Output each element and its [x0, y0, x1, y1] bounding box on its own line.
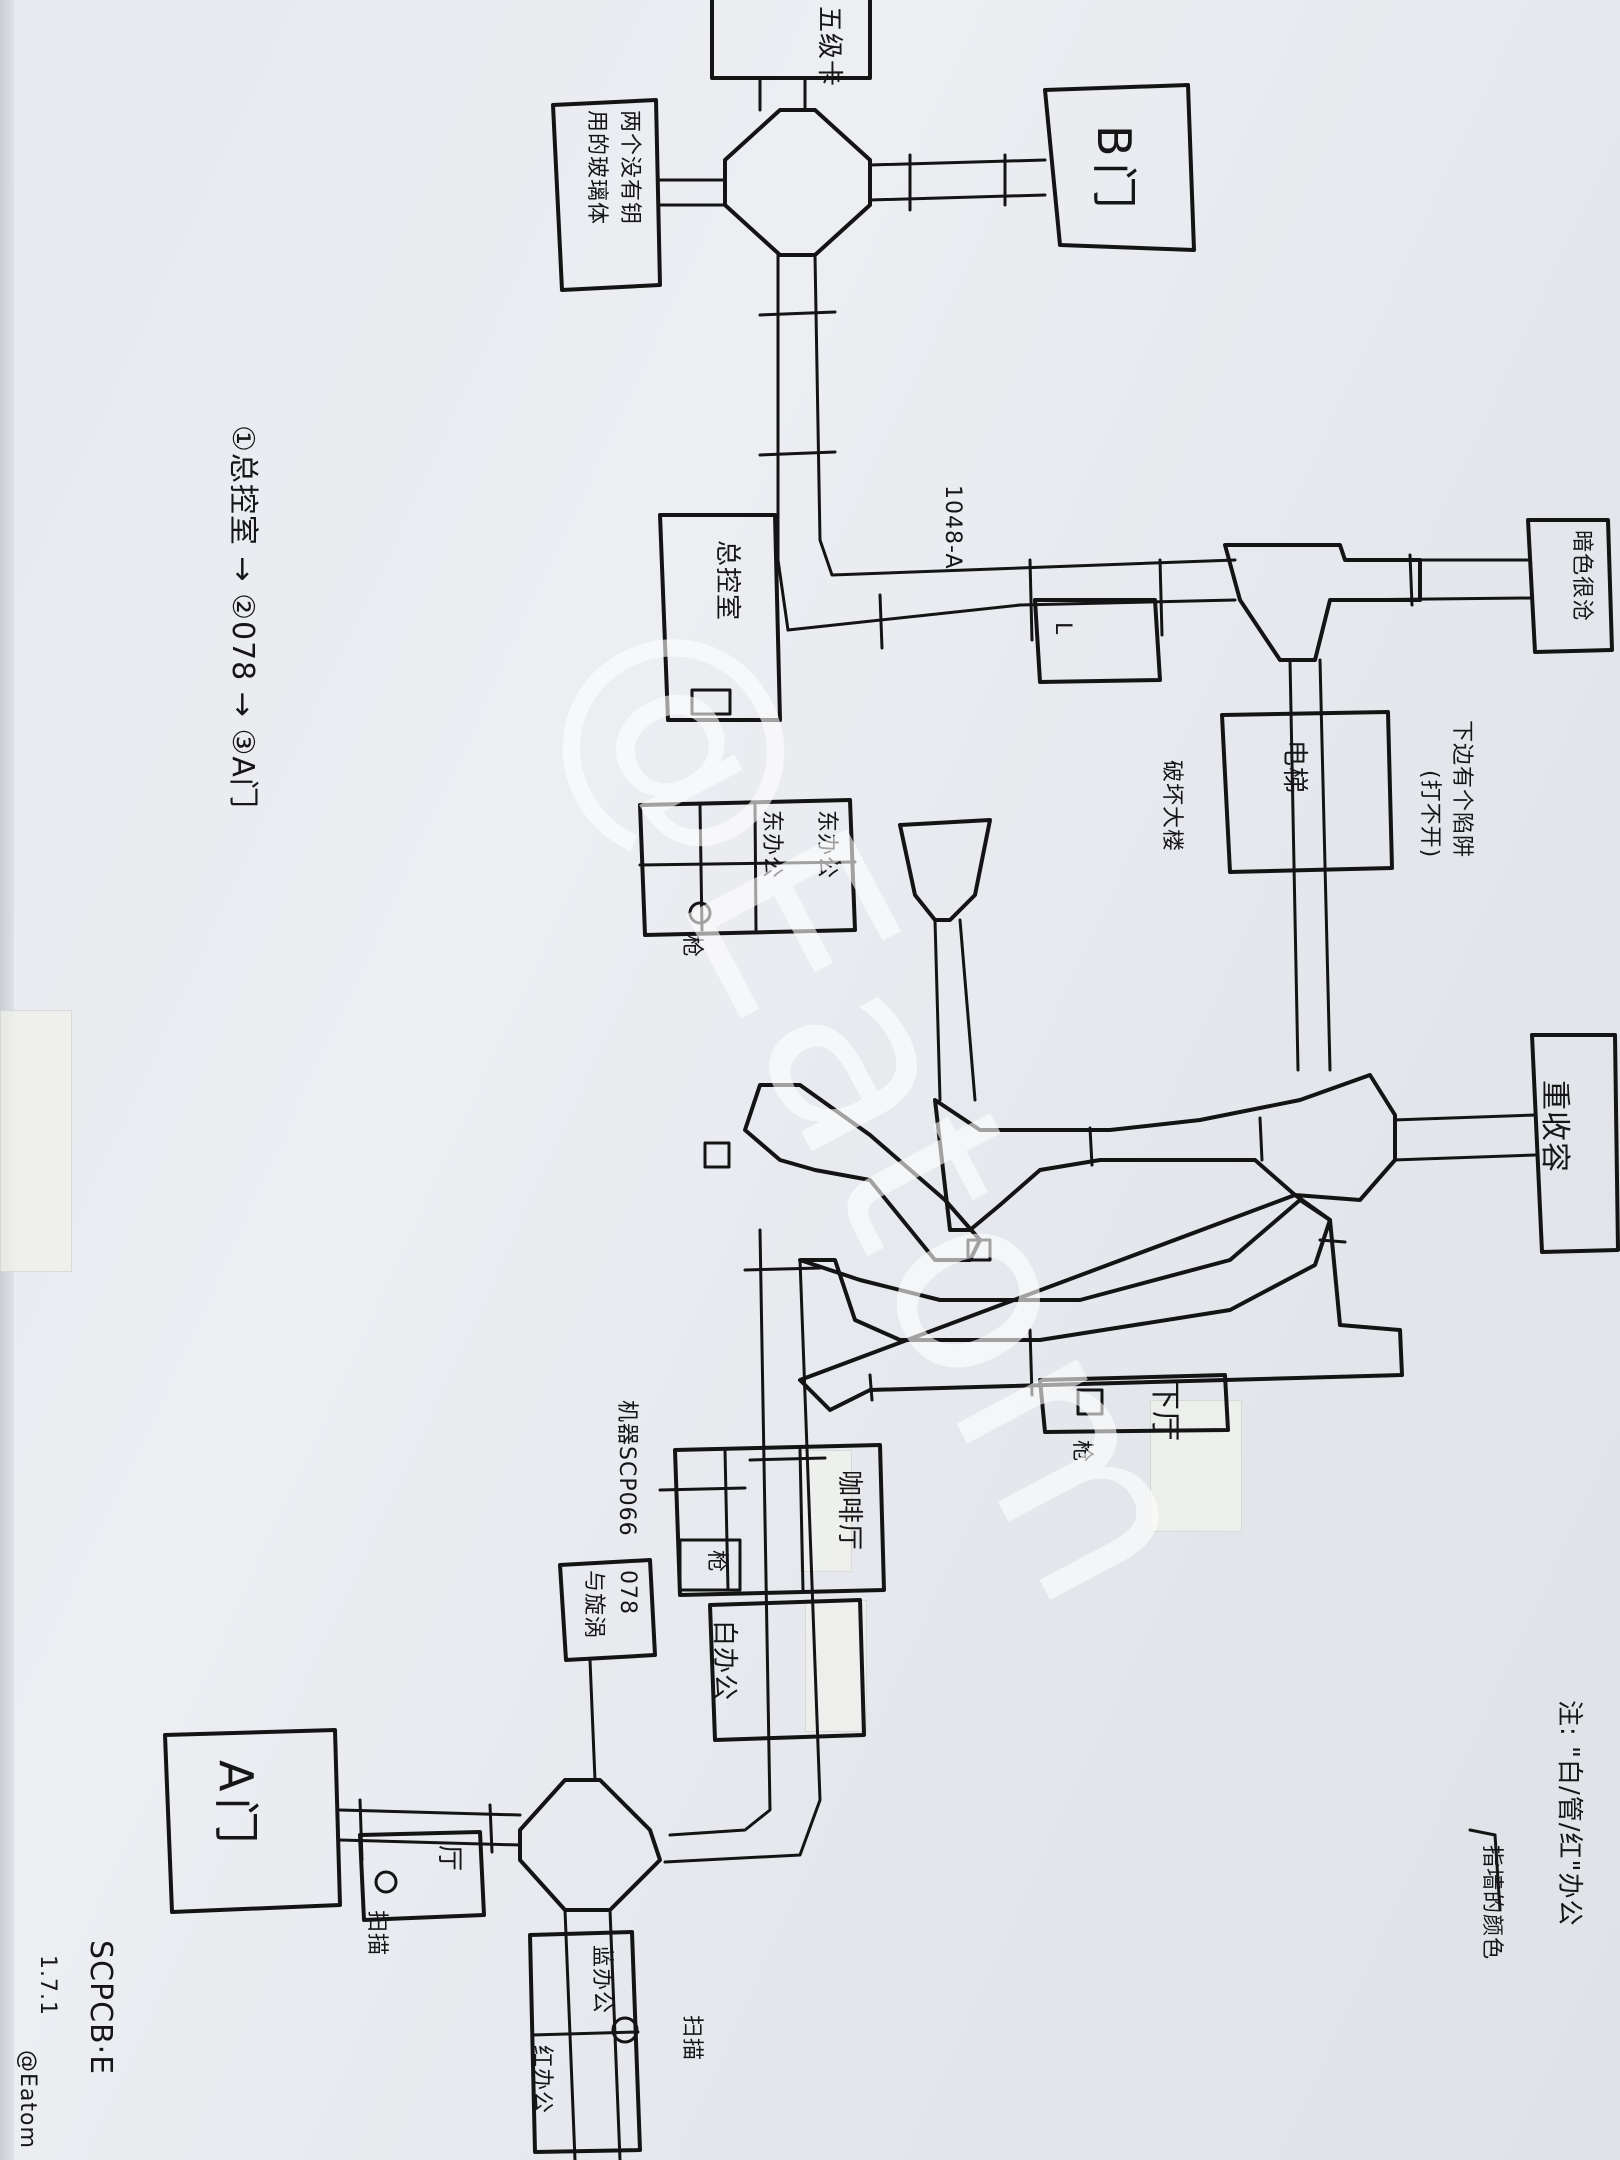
marker-gun-office: 扫描 — [364, 1910, 389, 1957]
marker-gun-left: 枪 — [679, 935, 704, 959]
marker-gun-red: 扫描 — [679, 2015, 704, 2062]
note-line2: 指墙的颜色 — [1479, 1845, 1504, 1961]
corridor-mid — [786, 518, 1614, 684]
room-scp066 — [658, 1443, 886, 1597]
marker-1048: 1048-A — [940, 485, 965, 570]
label-hall-left: 厅 — [434, 1845, 464, 1873]
room-control — [658, 513, 782, 722]
label-control-room: 总控室 — [712, 540, 742, 622]
room-heavy-storage — [1393, 1033, 1620, 1254]
label-office-extra: 东办公 — [759, 810, 784, 880]
label-two-men-sub: 用的玻璃体 — [584, 110, 609, 226]
label-scp078-sub: 与旋涡 — [581, 1570, 606, 1640]
label-gate-a: A门 — [209, 1760, 263, 1850]
corridor-top — [758, 253, 1237, 632]
marker-gun-box: 枪 — [704, 1550, 729, 1574]
label-dark-room: 暗色很沧 — [1569, 530, 1594, 623]
room-tesla — [1220, 658, 1394, 1072]
label-drop: L — [1050, 622, 1075, 636]
central-loop — [703, 1073, 1404, 1412]
label-heavy-storage: 重收容 — [1537, 1080, 1572, 1173]
label-tesla-sub: (打不开) — [1417, 770, 1442, 859]
label-office-blue: 蓝办公 — [589, 1945, 614, 2015]
label-two-men: 两个没有钥 — [617, 110, 642, 226]
room-blue-red-offices — [528, 1908, 642, 2160]
room-level5 — [710, 0, 872, 112]
tape-strip-left — [0, 1010, 72, 1272]
marker-scp066: 机器SCP066 — [614, 1400, 639, 1537]
label-tesla: 下边有个陷阱 — [1449, 720, 1474, 859]
label-office-east: 东办公 — [814, 810, 839, 880]
note-line1: 注: "白/管/红"办公 — [1554, 1700, 1584, 1927]
label-scp078: 078 — [615, 1570, 640, 1615]
label-hall-coffee: 咖啡厅 — [834, 1470, 864, 1552]
map-title: SCPCB·E — [83, 1940, 118, 2076]
label-level5: 五级卡 — [814, 6, 844, 88]
route-text: ①总控室 → ②078 → ③A门 — [225, 425, 260, 809]
label-corridor: 电梯 — [1279, 740, 1309, 795]
label-office-white: 白办公 — [709, 1620, 739, 1702]
room-east-offices — [638, 798, 992, 1102]
junction-top — [658, 108, 1047, 257]
room-gate-a — [163, 1728, 342, 1914]
label-gate-b: B门 — [1087, 125, 1141, 215]
room-left-hall — [358, 1830, 486, 1922]
label-office-red: 红办公 — [529, 2045, 554, 2115]
corridor-lower — [663, 1228, 827, 1864]
map-version: 1.7.1 — [35, 1955, 60, 2016]
room-gate-b — [1043, 83, 1196, 252]
marker-gun-lower: 枪 — [1069, 1440, 1094, 1464]
label-hall-lower: 下厅 — [1147, 1380, 1182, 1442]
label-broken: 破坏大楼 — [1159, 760, 1184, 853]
room-lower-hall — [1038, 1373, 1230, 1434]
room-white-office — [708, 1598, 866, 1742]
room-two-men — [551, 98, 662, 292]
room-scp078 — [558, 1558, 657, 1782]
map-credit: @Eatom — [15, 2050, 40, 2149]
note-bracket — [1468, 1828, 1502, 1912]
